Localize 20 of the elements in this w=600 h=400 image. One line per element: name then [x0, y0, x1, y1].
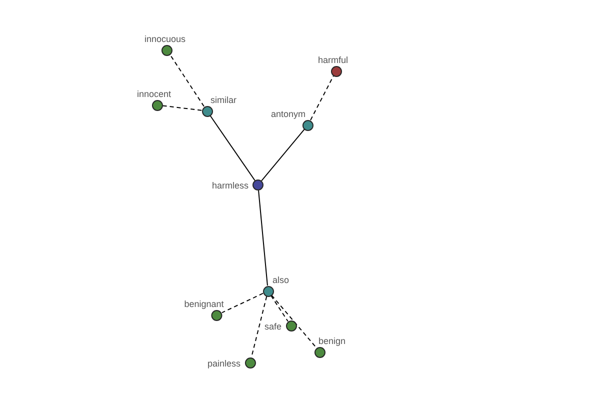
dashed-connector-line: [162, 105, 202, 111]
node-label: benign: [318, 336, 346, 346]
connector-line: [261, 128, 305, 182]
node-label: safe: [264, 321, 282, 331]
dashed-connector-line: [221, 292, 264, 314]
dashed-connector-line: [170, 54, 204, 107]
node-label: also: [272, 274, 290, 284]
dashed-connector-line: [271, 294, 317, 348]
node-label: harmless: [212, 180, 248, 190]
node-label: benignant: [184, 298, 224, 308]
node-label: innocent: [136, 88, 172, 98]
node-label: harmful: [318, 54, 348, 64]
dashed-connector-line: [310, 75, 334, 121]
dashed-connector-line: [270, 295, 288, 322]
node-label: similar: [210, 94, 236, 104]
connector-line: [258, 190, 268, 286]
node-label: innocuous: [144, 34, 186, 44]
node-label: antonym: [270, 108, 306, 118]
connector-line: [210, 115, 256, 181]
node-label: painless: [207, 358, 240, 368]
